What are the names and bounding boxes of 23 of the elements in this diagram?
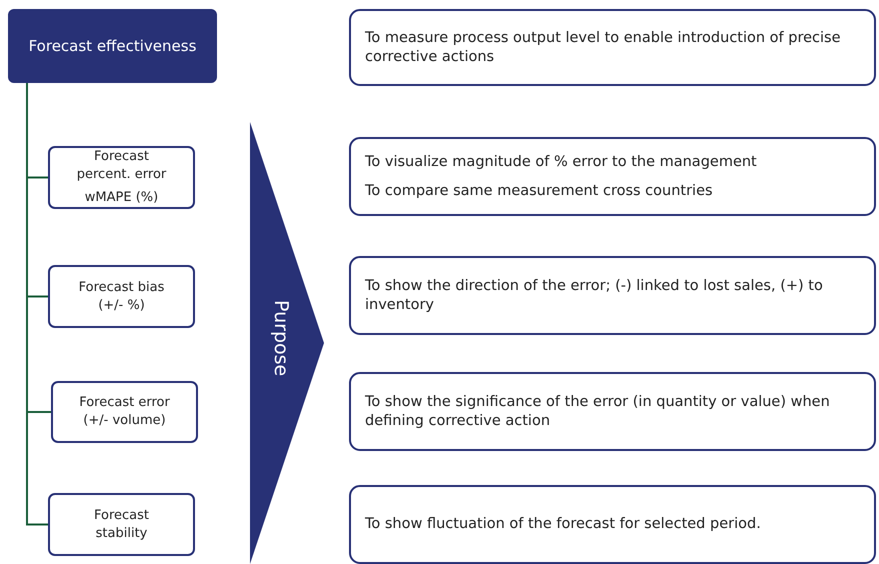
purpose-text: To show fluctuation of the forecast for selected period.	[365, 515, 762, 534]
box-label: Forecast effectiveness	[28, 37, 196, 55]
metric-label: Forecast stability	[92, 506, 150, 542]
purpose-box	[349, 485, 876, 564]
metric-label: Forecast percent. error	[76, 148, 168, 184]
metric-box	[48, 265, 195, 328]
purpose-box	[349, 256, 876, 335]
metric-label: Forecast error (+/- volume)	[78, 394, 171, 430]
title-box	[8, 9, 217, 83]
purpose-text: To show the significance of the error (in quantity or value) when defining corrective action	[365, 392, 831, 430]
metric-label: Forecast bias (+/- %)	[78, 278, 166, 314]
metric-box	[48, 146, 195, 209]
purpose-box	[349, 9, 876, 86]
purpose-box	[349, 372, 876, 451]
purpose-text: To show the direction of the error; (-) linked to lost sales, (+) to inventory	[365, 276, 824, 314]
metric-label: wMAPE (%)	[84, 189, 158, 207]
metric-box	[51, 381, 198, 443]
chevron-label: Purpose	[270, 300, 292, 376]
metric-box	[48, 493, 195, 556]
purpose-text: To measure process output level to enable introduction of precise corrective actions	[365, 28, 842, 66]
purpose-text: To visualize magnitude of % error to the management	[365, 152, 758, 172]
purpose-text: To compare same measurement cross countries	[365, 182, 714, 200]
purpose-box	[349, 137, 876, 216]
